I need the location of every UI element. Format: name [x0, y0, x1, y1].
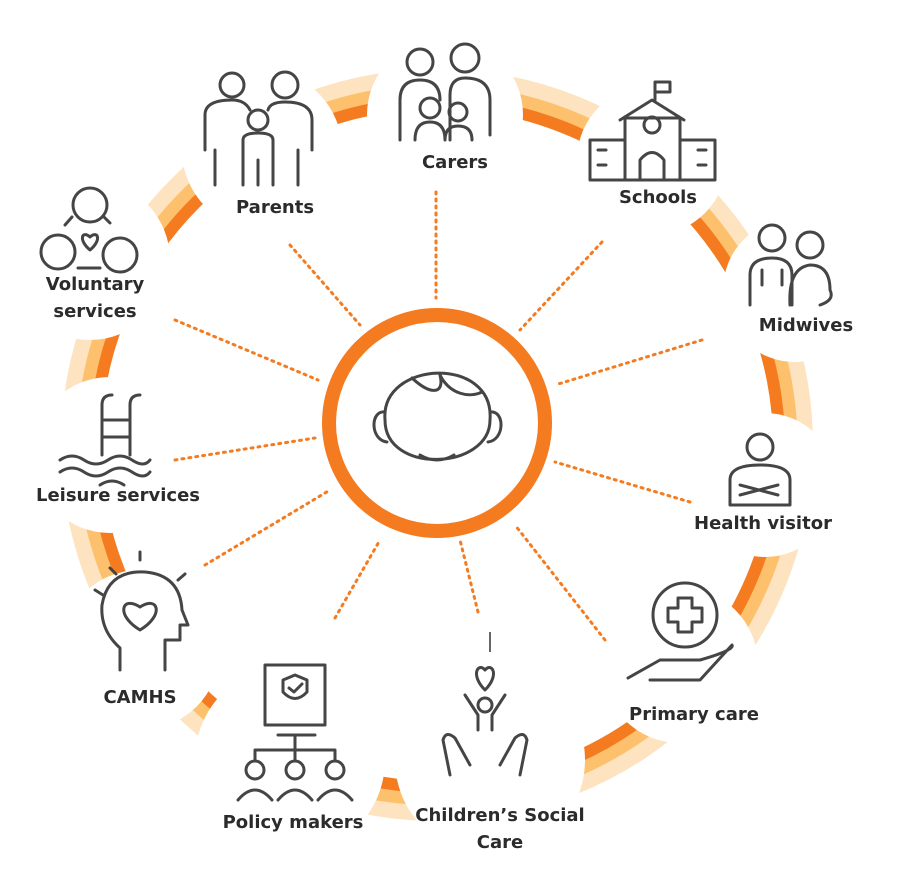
hand-medical-cross-icon [626, 581, 734, 682]
child-face-icon [372, 371, 503, 462]
node-label-voluntary-services: Voluntary services [46, 271, 144, 325]
label-line-2: services [53, 301, 137, 322]
policy-document-group-icon [236, 663, 354, 802]
node-label-camhs: CAMHS [103, 687, 177, 708]
label-line-1: Children’s Social [415, 805, 585, 826]
node-label-parents: Parents [235, 197, 315, 218]
swimming-pool-icon [58, 393, 152, 487]
node-label-health-visitor: Health visitor [694, 513, 832, 534]
node-backgrounds [10, 37, 867, 855]
label-line-1: Voluntary [45, 274, 145, 295]
node-label-schools: Schools [618, 187, 698, 208]
connector-dotted-lines [173, 190, 704, 642]
node-label-midwives: Midwives [758, 315, 854, 336]
node-label-leisure-services: Leisure services [35, 485, 201, 506]
carers-icon [398, 42, 492, 142]
people-network-heart-icon [39, 186, 139, 274]
center-child [322, 308, 552, 538]
node-label-carers: Carers [421, 152, 489, 173]
family-icon [203, 70, 314, 187]
school-icon [588, 80, 717, 182]
midwives-icon [748, 223, 833, 307]
hands-child-heart-icon [441, 666, 529, 777]
node-label-primary-care: Primary care [629, 704, 759, 725]
label-line-2: Care [476, 832, 524, 853]
head-heart-icon [93, 550, 190, 672]
node-label-policy-makers: Policy makers [222, 812, 364, 833]
health-visitor-icon [728, 432, 792, 507]
